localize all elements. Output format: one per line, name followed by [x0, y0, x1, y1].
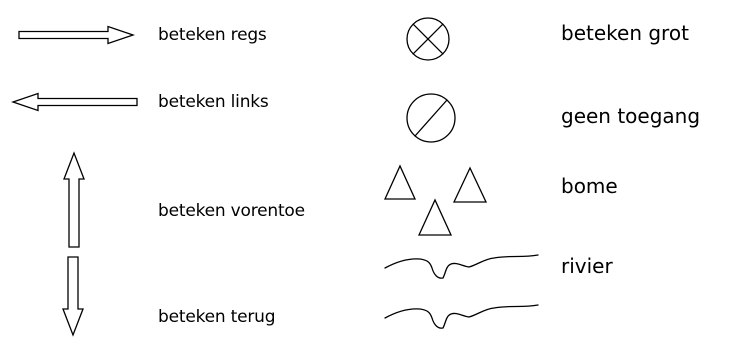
- triangles-icon: [383, 164, 488, 236]
- arrow-down-icon: [62, 256, 84, 337]
- river-lines-icon: [384, 254, 539, 329]
- label-triangles: bome: [561, 174, 618, 198]
- label-river: rivier: [561, 254, 613, 278]
- label-arrow-up: beteken vorentoe: [158, 201, 305, 221]
- slashed-circle-icon: [406, 93, 456, 143]
- label-arrow-left: beteken links: [158, 92, 269, 112]
- crossed-circle-icon: [406, 17, 450, 61]
- arrow-right-icon: [18, 25, 136, 45]
- label-crossed-circle: beteken grot: [561, 21, 689, 45]
- arrow-up-icon: [63, 151, 85, 248]
- label-slashed-circle: geen toegang: [561, 104, 701, 128]
- label-arrow-right: beteken regs: [158, 25, 267, 45]
- arrow-left-icon: [10, 92, 138, 112]
- label-arrow-down: beteken terug: [158, 307, 276, 327]
